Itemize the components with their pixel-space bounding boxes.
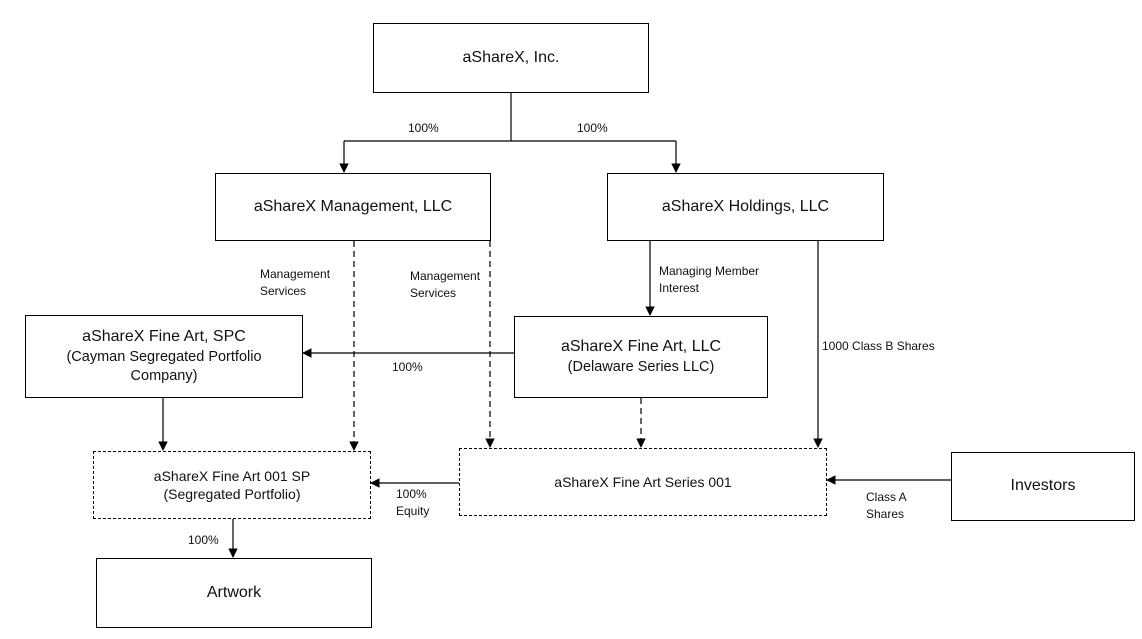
box-ashare-fine-art-001-sp: aShareX Fine Art 001 SP (Segregated Port…: [93, 451, 371, 519]
label-class-a-shares: Class A Shares: [866, 489, 907, 524]
box-ashare-inc: aShareX, Inc.: [373, 23, 649, 93]
box-spc-line3: Company): [130, 367, 198, 384]
box-sp001-line2: (Segregated Portfolio): [163, 486, 301, 502]
label-equity: 100% Equity: [396, 486, 429, 521]
box-series001-title: aShareX Fine Art Series 001: [554, 473, 732, 490]
box-investors-title: Investors: [1010, 477, 1076, 495]
label-inc-to-management: 100%: [408, 121, 439, 135]
box-ashare-fine-art-series-001: aShareX Fine Art Series 001: [459, 448, 827, 516]
box-ashare-fine-art-spc: aShareX Fine Art, SPC (Cayman Segregated…: [25, 315, 303, 398]
label-management-services-1-line2: Services: [260, 284, 307, 299]
box-ashare-management: aShareX Management, LLC: [215, 173, 491, 241]
box-ashare-holdings-title: aShareX Holdings, LLC: [661, 197, 830, 215]
label-management-services-1: Management Services: [260, 266, 330, 301]
box-sp001-title: aShareX Fine Art 001 SP: [153, 467, 311, 484]
box-ashare-management-title: aShareX Management, LLC: [253, 197, 453, 215]
label-llc-to-spc: 100%: [392, 360, 423, 374]
label-class-a-line2: Shares: [866, 507, 905, 522]
box-fine-art-llc-line2: (Delaware Series LLC): [567, 358, 715, 375]
box-fine-art-llc-title: aShareX Fine Art, LLC: [560, 338, 722, 356]
box-artwork: Artwork: [96, 558, 372, 628]
label-class-b-shares: 1000 Class B Shares: [822, 339, 935, 353]
box-ashare-holdings: aShareX Holdings, LLC: [607, 173, 884, 241]
label-managing-member-interest: Managing Member Interest: [659, 263, 759, 298]
box-investors: Investors: [951, 452, 1135, 521]
box-ashare-fine-art-llc: aShareX Fine Art, LLC (Delaware Series L…: [514, 316, 768, 398]
box-spc-line2: (Cayman Segregated Portfolio: [66, 349, 262, 366]
label-equity-line1: 100%: [396, 487, 427, 501]
box-artwork-title: Artwork: [206, 583, 262, 601]
label-class-a-line1: Class A: [866, 490, 907, 504]
label-sp001-to-artwork: 100%: [188, 533, 219, 547]
label-management-services-2: Management Services: [410, 268, 480, 303]
box-spc-title: aShareX Fine Art, SPC: [82, 328, 246, 346]
label-management-services-1-line1: Management: [260, 267, 331, 281]
label-inc-to-holdings: 100%: [577, 121, 608, 135]
label-equity-line2: Equity: [396, 504, 430, 519]
label-management-services-2-line1: Management: [410, 269, 481, 283]
label-management-services-2-line2: Services: [410, 286, 457, 301]
label-managing-member-line2: Interest: [659, 281, 700, 296]
box-ashare-inc-title: aShareX, Inc.: [462, 48, 560, 66]
label-managing-member-line1: Managing Member: [659, 264, 760, 278]
